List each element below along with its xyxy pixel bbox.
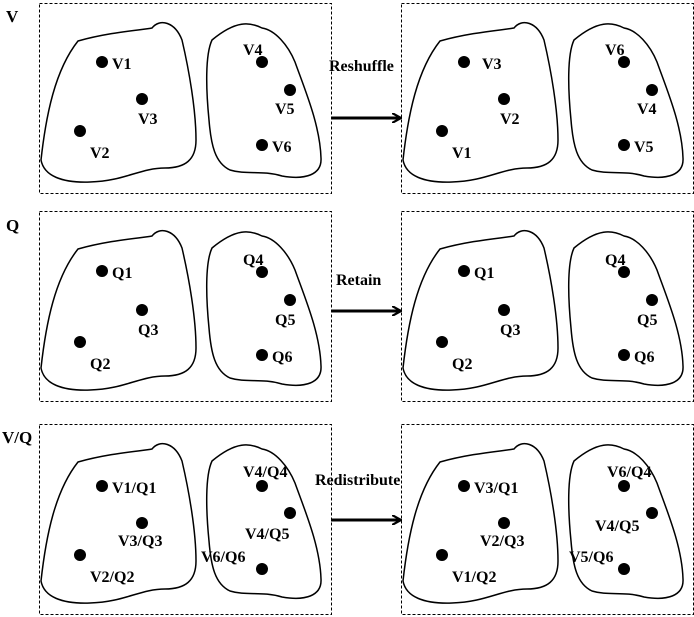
point-label: V3 bbox=[482, 56, 502, 73]
point-dot bbox=[618, 56, 630, 68]
point-label: V1/Q2 bbox=[452, 569, 496, 586]
point-dot bbox=[618, 563, 630, 575]
frame-vq-after bbox=[401, 424, 694, 615]
frame-q-after bbox=[401, 211, 694, 402]
point-label: V4/Q4 bbox=[243, 464, 287, 481]
point-label: V1/Q1 bbox=[112, 480, 156, 497]
point-label: V6/Q6 bbox=[201, 549, 245, 566]
point-label: V6 bbox=[605, 42, 625, 59]
point-label: Q1 bbox=[474, 265, 494, 282]
row-label-v: V bbox=[6, 7, 19, 26]
point-label: V1 bbox=[112, 56, 132, 73]
point-dot bbox=[74, 549, 86, 561]
point-dot bbox=[498, 93, 510, 105]
point-dot bbox=[136, 304, 148, 316]
frame-v-after bbox=[401, 3, 694, 194]
point-dot bbox=[646, 294, 658, 306]
point-label: V6 bbox=[272, 139, 292, 156]
point-label: Q5 bbox=[275, 312, 295, 329]
sample-dots bbox=[74, 56, 658, 575]
point-label: V5/Q6 bbox=[569, 549, 613, 566]
point-label: V3 bbox=[138, 111, 158, 128]
frame-q-before bbox=[39, 211, 332, 402]
point-label: V1 bbox=[452, 145, 472, 162]
point-dot bbox=[284, 84, 296, 96]
point-label: V4/Q5 bbox=[245, 526, 289, 543]
point-label: V3/Q3 bbox=[118, 533, 162, 550]
point-dot bbox=[436, 125, 448, 137]
left-lung-outline bbox=[40, 229, 197, 391]
point-label: V2 bbox=[500, 111, 520, 128]
point-label: Q3 bbox=[500, 322, 520, 339]
left-lung-outline bbox=[40, 21, 197, 183]
operation-label-reshuffle: Reshuffle bbox=[329, 58, 394, 75]
point-dot bbox=[74, 125, 86, 137]
point-dot bbox=[136, 517, 148, 529]
point-dot bbox=[256, 266, 268, 278]
point-label: Q4 bbox=[605, 252, 625, 269]
point-label: V5 bbox=[275, 101, 295, 118]
row-vq-point-labels: V1/Q1 V3/Q3 V2/Q2 V4/Q4 V4/Q5 V6/Q6 V3/Q… bbox=[90, 464, 651, 586]
frame-vq-before bbox=[39, 424, 332, 615]
arrows bbox=[331, 118, 400, 520]
frame-v-before bbox=[39, 3, 332, 194]
point-label: Q2 bbox=[90, 356, 110, 373]
point-dot bbox=[646, 507, 658, 519]
point-dot bbox=[256, 139, 268, 151]
point-label: V3/Q1 bbox=[474, 480, 518, 497]
point-dot bbox=[256, 563, 268, 575]
row-label-vq: V/Q bbox=[2, 428, 32, 447]
point-dot bbox=[618, 349, 630, 361]
point-label: V2/Q3 bbox=[480, 533, 524, 550]
operation-label-redistribute: Redistribute bbox=[315, 472, 400, 489]
point-label: V4 bbox=[243, 42, 263, 59]
point-dot bbox=[436, 549, 448, 561]
point-label: V4/Q5 bbox=[595, 518, 639, 535]
point-dot bbox=[498, 517, 510, 529]
point-label: V2/Q2 bbox=[90, 569, 134, 586]
point-dot bbox=[458, 56, 470, 68]
point-dot bbox=[436, 336, 448, 348]
point-label: V5 bbox=[634, 139, 654, 156]
point-dot bbox=[618, 139, 630, 151]
point-dot bbox=[498, 304, 510, 316]
point-dot bbox=[284, 294, 296, 306]
right-lung-outline bbox=[205, 231, 322, 387]
point-dot bbox=[136, 93, 148, 105]
point-dot bbox=[458, 265, 470, 277]
point-dot bbox=[618, 480, 630, 492]
left-lung-outline bbox=[402, 229, 559, 391]
row-label-q: Q bbox=[6, 216, 19, 235]
point-dot bbox=[618, 266, 630, 278]
left-lung-outline bbox=[402, 21, 559, 183]
right-lung-outline bbox=[567, 23, 684, 179]
right-lung-outline bbox=[567, 231, 684, 387]
point-label: Q4 bbox=[243, 252, 263, 269]
point-label: V6/Q4 bbox=[607, 464, 651, 481]
operation-label-retain: Retain bbox=[336, 272, 381, 289]
point-label: Q6 bbox=[272, 349, 292, 366]
point-dot bbox=[96, 480, 108, 492]
point-dot bbox=[256, 56, 268, 68]
point-label: Q6 bbox=[634, 349, 654, 366]
point-dot bbox=[284, 507, 296, 519]
point-label: Q3 bbox=[138, 322, 158, 339]
point-dot bbox=[96, 265, 108, 277]
point-dot bbox=[96, 56, 108, 68]
point-dot bbox=[458, 480, 470, 492]
point-label: V2 bbox=[90, 145, 110, 162]
row-v-point-labels: V1 V3 V2 V4 V5 V6 V3 V2 V1 V6 V4 V5 bbox=[90, 42, 657, 162]
point-label: Q2 bbox=[452, 356, 472, 373]
point-label: Q1 bbox=[112, 265, 132, 282]
point-dot bbox=[646, 84, 658, 96]
row-q-point-labels: Q1 Q3 Q2 Q4 Q5 Q6 Q1 Q3 Q2 Q4 Q5 Q6 bbox=[90, 252, 657, 373]
point-dot bbox=[256, 480, 268, 492]
point-label: Q5 bbox=[637, 312, 657, 329]
point-dot bbox=[74, 336, 86, 348]
point-dot bbox=[256, 349, 268, 361]
right-lung-outline bbox=[205, 23, 322, 179]
point-label: V4 bbox=[637, 101, 657, 118]
